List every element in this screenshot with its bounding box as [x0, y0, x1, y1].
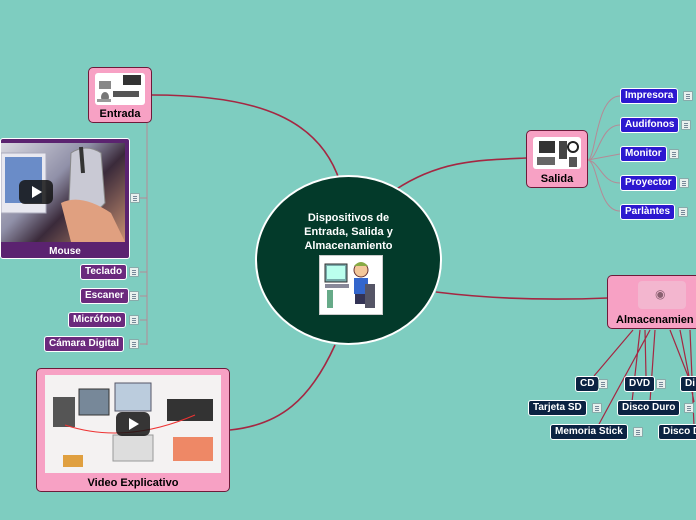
input-devices-image-icon — [95, 73, 145, 105]
note-icon[interactable] — [669, 149, 679, 159]
entrada-node[interactable]: Entrada — [88, 67, 152, 123]
almacenamiento-item-disco-d[interactable]: Disco D — [658, 424, 696, 440]
video-explicativo-node[interactable]: Video Explicativo — [36, 368, 230, 492]
salida-item-impresora[interactable]: Impresora — [620, 88, 679, 104]
note-icon[interactable] — [683, 91, 693, 101]
entrada-item-escaner[interactable]: Escaner — [80, 288, 129, 304]
note-icon[interactable] — [130, 193, 140, 203]
almacenamiento-item-disco-duro[interactable]: Disco Duro — [617, 400, 681, 416]
almacenamiento-item-cd[interactable]: CD — [575, 376, 600, 392]
entrada-label: Entrada — [99, 108, 141, 120]
play-icon[interactable] — [116, 412, 150, 436]
note-icon[interactable] — [679, 178, 689, 188]
almacenamiento-node[interactable]: ◉ Almacenamien — [607, 275, 696, 329]
connector-center-entrada — [151, 94, 341, 183]
note-icon[interactable] — [592, 403, 602, 413]
note-icon[interactable] — [129, 267, 139, 277]
almacenamiento-item-dvd[interactable]: DVD — [624, 376, 656, 392]
output-devices-image-icon — [533, 137, 581, 169]
mouse-video-node[interactable]: Mouse — [0, 138, 130, 259]
entrada-item-camara-digital[interactable]: Cámara Digital — [44, 336, 125, 352]
entrada-item-teclado[interactable]: Teclado — [80, 264, 128, 280]
video-explicativo-label: Video Explicativo — [87, 477, 179, 489]
almacenamiento-label: Almacenamien — [616, 314, 694, 326]
play-icon[interactable] — [19, 180, 53, 204]
salida-node[interactable]: Salida — [526, 130, 588, 188]
salida-item-parlantes[interactable]: Parlàntes — [620, 204, 676, 220]
salida-item-audifonos[interactable]: Audifonos — [620, 117, 680, 133]
almacenamiento-item-tarjeta-sd[interactable]: Tarjeta SD — [528, 400, 587, 416]
image-placeholder: ◉ — [638, 281, 686, 309]
mouse-video-label: Mouse — [49, 246, 81, 257]
almacenamiento-item-memoria-stick[interactable]: Memoria Stick — [550, 424, 628, 440]
central-topic-title: Dispositivos de Entrada, Salida y Almace… — [304, 212, 393, 252]
connector-center-salida — [394, 157, 528, 191]
note-icon[interactable] — [129, 291, 139, 301]
note-icon[interactable] — [633, 427, 643, 437]
salida-label: Salida — [540, 173, 574, 185]
note-icon[interactable] — [678, 207, 688, 217]
entrada-item-microfono[interactable]: Micrófono — [68, 312, 127, 328]
note-icon[interactable] — [681, 120, 691, 130]
central-topic[interactable]: Dispositivos de Entrada, Salida y Almace… — [255, 175, 442, 345]
note-icon[interactable] — [598, 379, 608, 389]
salida-item-monitor[interactable]: Monitor — [620, 146, 667, 162]
camera-icon: ◉ — [655, 287, 666, 301]
note-icon[interactable] — [684, 403, 694, 413]
note-icon[interactable] — [129, 315, 139, 325]
note-icon[interactable] — [129, 339, 139, 349]
almacenamiento-item-di[interactable]: Di — [680, 376, 696, 392]
connector-center-video — [229, 344, 336, 431]
connector-center-almacenamiento — [435, 291, 609, 300]
note-icon[interactable] — [656, 379, 666, 389]
salida-item-proyector[interactable]: Proyector — [620, 175, 677, 191]
person-at-computer-icon — [319, 255, 383, 315]
